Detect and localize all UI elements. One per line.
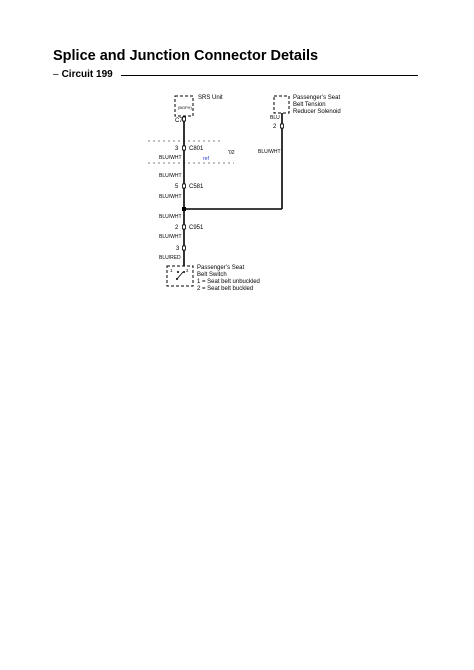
c801-pin-number: 3 <box>175 146 179 152</box>
c581-label: C581 <box>189 184 204 190</box>
solenoid-box <box>273 95 290 114</box>
belt-switch-label-line-4: 2 = Seat belt buckled <box>197 285 254 292</box>
switch-position-2: 2 <box>186 268 189 273</box>
c801-side-note: '02 <box>228 150 235 156</box>
solenoid-label-line-1: Passenger’s Seat <box>293 95 341 101</box>
pin-marker-c951 <box>182 224 186 230</box>
splice-point <box>182 207 186 211</box>
pin-marker-c581 <box>182 183 186 189</box>
c581-pin-number: 5 <box>175 184 179 190</box>
belt-switch-box <box>166 265 194 287</box>
switch-contact-1 <box>177 271 179 273</box>
subtitle-rule <box>121 75 418 76</box>
switch-blade <box>176 271 184 280</box>
c951-label: C951 <box>189 225 204 231</box>
circuit-number: Circuit 199 <box>61 69 113 80</box>
solenoid-label-line-2: Belt Tension <box>293 101 326 108</box>
c801-blue-note: ref <box>203 156 209 162</box>
circuit-subtitle: –Circuit 199 <box>53 69 113 80</box>
solenoid-label: Passenger’s Seat Belt Tension Reducer So… <box>293 95 341 116</box>
wire-color-3: BLU/WHT <box>159 194 182 200</box>
pin-marker-c7 <box>182 116 186 122</box>
solenoid-wire-color-bottom: BLU/WHT <box>258 149 281 155</box>
pin-marker-switch <box>182 245 186 251</box>
switch-pivot <box>176 278 178 280</box>
solenoid-pin-number: 2 <box>273 124 277 130</box>
switch-position-1: 1 <box>170 268 173 273</box>
solenoid-wire-color-top: BLU <box>270 115 280 121</box>
switch-contact-2 <box>183 271 185 273</box>
wire-color-5: BLU/WHT <box>159 234 182 240</box>
srs-unit-box-label: (BGFH) <box>178 105 192 110</box>
wire-color-4: BLU/WHT <box>159 214 182 220</box>
switch-pin-number: 3 <box>176 246 180 252</box>
srs-unit-label: SRS Unit <box>198 95 223 101</box>
wire-color-2: BLU/WHT <box>159 173 182 179</box>
wire-color-1: BLU/WHT <box>159 155 182 161</box>
c801-label: C801 <box>189 146 204 152</box>
solenoid-label-line-3: Reducer Solenoid <box>293 108 341 115</box>
c951-pin-number: 2 <box>175 225 179 231</box>
belt-switch-label: Passenger’s Seat Belt Switch 1 = Seat be… <box>197 265 260 293</box>
subtitle-dash: – <box>53 69 59 80</box>
page-title: Splice and Junction Connector Details <box>53 48 319 64</box>
belt-switch-label-line-3: 1 = Seat belt unbuckled <box>197 278 260 285</box>
pin-marker-c801 <box>182 145 186 151</box>
wire-color-6: BLU/RED <box>159 255 181 261</box>
connector-c7-label: C7 <box>175 118 183 124</box>
pin-marker-solenoid <box>280 123 284 129</box>
belt-switch-label-line-2: Belt Switch <box>197 271 227 278</box>
belt-switch-label-line-1: Passenger’s Seat <box>197 265 245 271</box>
